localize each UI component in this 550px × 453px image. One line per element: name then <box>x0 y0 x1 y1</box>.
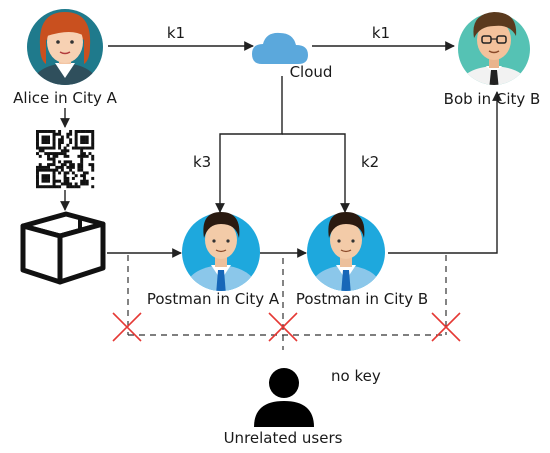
postman-b-avatar <box>307 212 385 291</box>
qr-code-icon <box>36 130 95 189</box>
postman-a-label: Postman in City A <box>147 290 280 308</box>
cross-marks <box>112 312 461 342</box>
unrelated-users-label: Unrelated users <box>224 429 343 447</box>
bob-label: Bob in City B <box>444 90 541 108</box>
postman-a-avatar <box>182 212 260 291</box>
edge-label-cloud-bob: k1 <box>372 24 390 42</box>
alice-avatar <box>27 9 103 85</box>
edge-postman-b-to-bob <box>388 91 502 254</box>
edge-cloud-to-postman-b <box>282 133 350 213</box>
cross-icon <box>431 312 461 342</box>
package-box-icon <box>20 211 106 285</box>
person-silhouette-icon <box>254 368 314 427</box>
alice-label: Alice in City A <box>13 89 117 107</box>
edge-label-alice-cloud: k1 <box>167 24 185 42</box>
dashed-boundary <box>127 255 447 350</box>
postman-b-label: Postman in City B <box>296 290 428 308</box>
cloud-label: Cloud <box>290 63 333 81</box>
no-key-annotation: no key <box>331 367 381 385</box>
bob-avatar <box>458 12 530 85</box>
cloud-icon <box>252 32 308 64</box>
cross-icon <box>112 312 142 342</box>
cross-icon <box>268 312 298 342</box>
edge-label-cloud-postman-a: k3 <box>193 153 211 171</box>
edge-label-cloud-postman-b: k2 <box>361 153 379 171</box>
edge-cloud-to-postman-a <box>215 76 283 213</box>
